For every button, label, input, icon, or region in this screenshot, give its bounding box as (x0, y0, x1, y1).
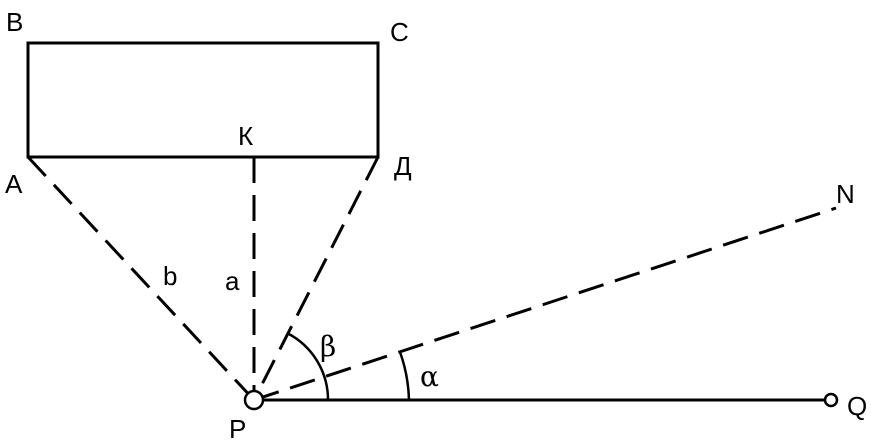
label-n: N (836, 179, 855, 209)
rectangle-abcd (26, 41, 380, 159)
label-k: К (238, 121, 253, 151)
label-p: P (229, 414, 246, 441)
label-beta: β (320, 330, 336, 363)
line-pn (253, 206, 837, 402)
arc-beta (286, 331, 330, 401)
label-b: B (6, 7, 23, 37)
label-segment-a: a (225, 266, 240, 296)
label-c: C (390, 17, 409, 47)
label-alpha: α (420, 360, 439, 393)
point-q-marker (823, 392, 839, 408)
label-segment-b: b (163, 261, 177, 291)
label-q: Q (847, 391, 867, 421)
point-p-marker (243, 389, 265, 411)
line-pd (252, 156, 380, 401)
arc-alpha (398, 351, 411, 401)
label-a-point: A (5, 169, 23, 199)
line-pa-b (26, 155, 256, 402)
label-d: Д (394, 151, 412, 181)
